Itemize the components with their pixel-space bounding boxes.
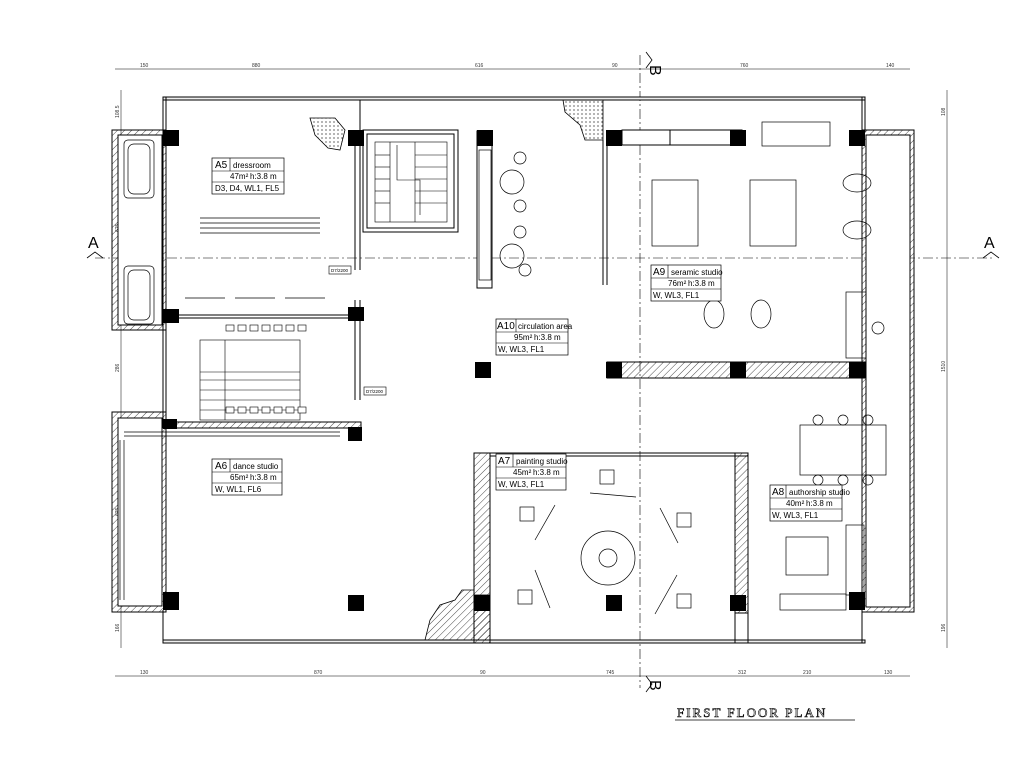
dim-top-5: 760 — [740, 63, 749, 69]
room-code: A10 — [497, 321, 515, 332]
room-tag-a9: A9 seramic studio 76m² h:3.8 m W, WL3, F… — [650, 264, 723, 302]
room-name: authorship studio — [789, 488, 850, 497]
bathtubs — [123, 139, 155, 325]
section-a-right: A — [984, 235, 995, 252]
dim-right-1: 108 — [941, 107, 947, 116]
room-code: A5 — [215, 160, 228, 171]
dim-left-1: 108.5 — [115, 105, 121, 118]
dance-studio-details — [119, 431, 340, 600]
room-code: A8 — [772, 487, 785, 498]
dim-top-1: 150 — [140, 63, 149, 69]
room-height: h:3.8 m — [533, 468, 560, 477]
plan-title-text: FIRST FLOOR PLAN — [677, 705, 827, 720]
room-tag-a7: A7 painting studio 45m² h:3.8 m W, WL3, … — [495, 453, 568, 491]
room-finishes: W, WL3, FL1 — [498, 480, 545, 489]
room-height: h:3.8 m — [250, 473, 277, 482]
dim-bottom-2: 870 — [314, 670, 323, 676]
room-area: 40m² — [786, 499, 805, 508]
room-tag-a10: A10 circulation area 95m² h:3.8 m W, WL3… — [495, 318, 573, 356]
section-b-top: B — [646, 65, 663, 76]
room-area: 45m² — [513, 468, 532, 477]
room-name: dance studio — [233, 462, 279, 471]
staircase-main — [374, 141, 448, 223]
dim-top-2: 880 — [252, 63, 261, 69]
room-name: dressroom — [233, 161, 271, 170]
room-area: 47m² — [230, 172, 249, 181]
room-tag-a5: A5 dressroom 47m² h:3.8 m D3, D4, WL1, F… — [211, 157, 285, 195]
dim-left-3: 286 — [115, 363, 121, 372]
door-tags: D7/2200 D7/2200 — [328, 265, 387, 396]
room-code: A9 — [653, 267, 666, 278]
room-tag-a6: A6 dance studio 65m² h:3.8 m W, WL1, FL6 — [211, 458, 283, 496]
dim-top-4: 90 — [612, 63, 618, 69]
lockers — [225, 324, 307, 414]
door-tag-2: D7/2200 — [366, 389, 384, 394]
room-area: 95m² — [514, 333, 533, 342]
dim-top-3: 616 — [475, 63, 484, 69]
dim-bottom-6: 210 — [803, 670, 812, 676]
dim-right-2: 1510 — [941, 361, 947, 372]
dim-bottom-1: 130 — [140, 670, 149, 676]
outer-walls — [111, 96, 915, 644]
section-lines — [95, 55, 995, 688]
room-finishes: W, WL1, FL6 — [215, 485, 262, 494]
circulation-furniture — [478, 149, 532, 281]
dim-top-6: 140 — [886, 63, 895, 69]
dim-bottom-7: 130 — [884, 670, 893, 676]
room-code: A6 — [215, 461, 228, 472]
section-b-bottom: B — [646, 680, 663, 691]
room-height: h:3.8 m — [250, 172, 277, 181]
dressroom-benches — [185, 217, 325, 299]
ceramic-studio-furniture — [651, 121, 885, 359]
room-code: A7 — [498, 456, 511, 467]
dim-bottom-5: 312 — [738, 670, 747, 676]
room-name: circulation area — [518, 322, 573, 331]
authorship-studio-furniture — [779, 414, 887, 611]
room-tag-a8: A8 authorship studio 40m² h:3.8 m W, WL3… — [769, 484, 850, 522]
room-height: h:3.8 m — [806, 499, 833, 508]
room-area: 76m² — [668, 279, 687, 288]
door-tag-1: D7/2200 — [331, 268, 349, 273]
room-finishes: D3, D4, WL1, FL5 — [215, 184, 280, 193]
hatched-corners — [309, 99, 604, 641]
section-a-left: A — [88, 235, 99, 252]
room-name: seramic studio — [671, 268, 723, 277]
dim-right-3: 196 — [941, 623, 947, 632]
section-markers: A A B B — [86, 51, 1000, 693]
room-finishes: W, WL3, FL1 — [653, 291, 700, 300]
room-area: 65m² — [230, 473, 249, 482]
dim-left-5: 166 — [115, 623, 121, 632]
dim-bottom-3: 90 — [480, 670, 486, 676]
columns — [163, 130, 865, 611]
room-finishes: W, WL3, FL1 — [772, 511, 819, 520]
painting-studio-furniture — [517, 469, 692, 615]
staircase-lower — [199, 339, 301, 421]
room-finishes: W, WL3, FL1 — [498, 345, 545, 354]
room-height: h:3.8 m — [688, 279, 715, 288]
dim-bottom-4: 745 — [606, 670, 615, 676]
room-height: h:3.8 m — [534, 333, 561, 342]
plan-title: FIRST FLOOR PLAN — [675, 705, 855, 721]
room-name: painting studio — [516, 457, 568, 466]
